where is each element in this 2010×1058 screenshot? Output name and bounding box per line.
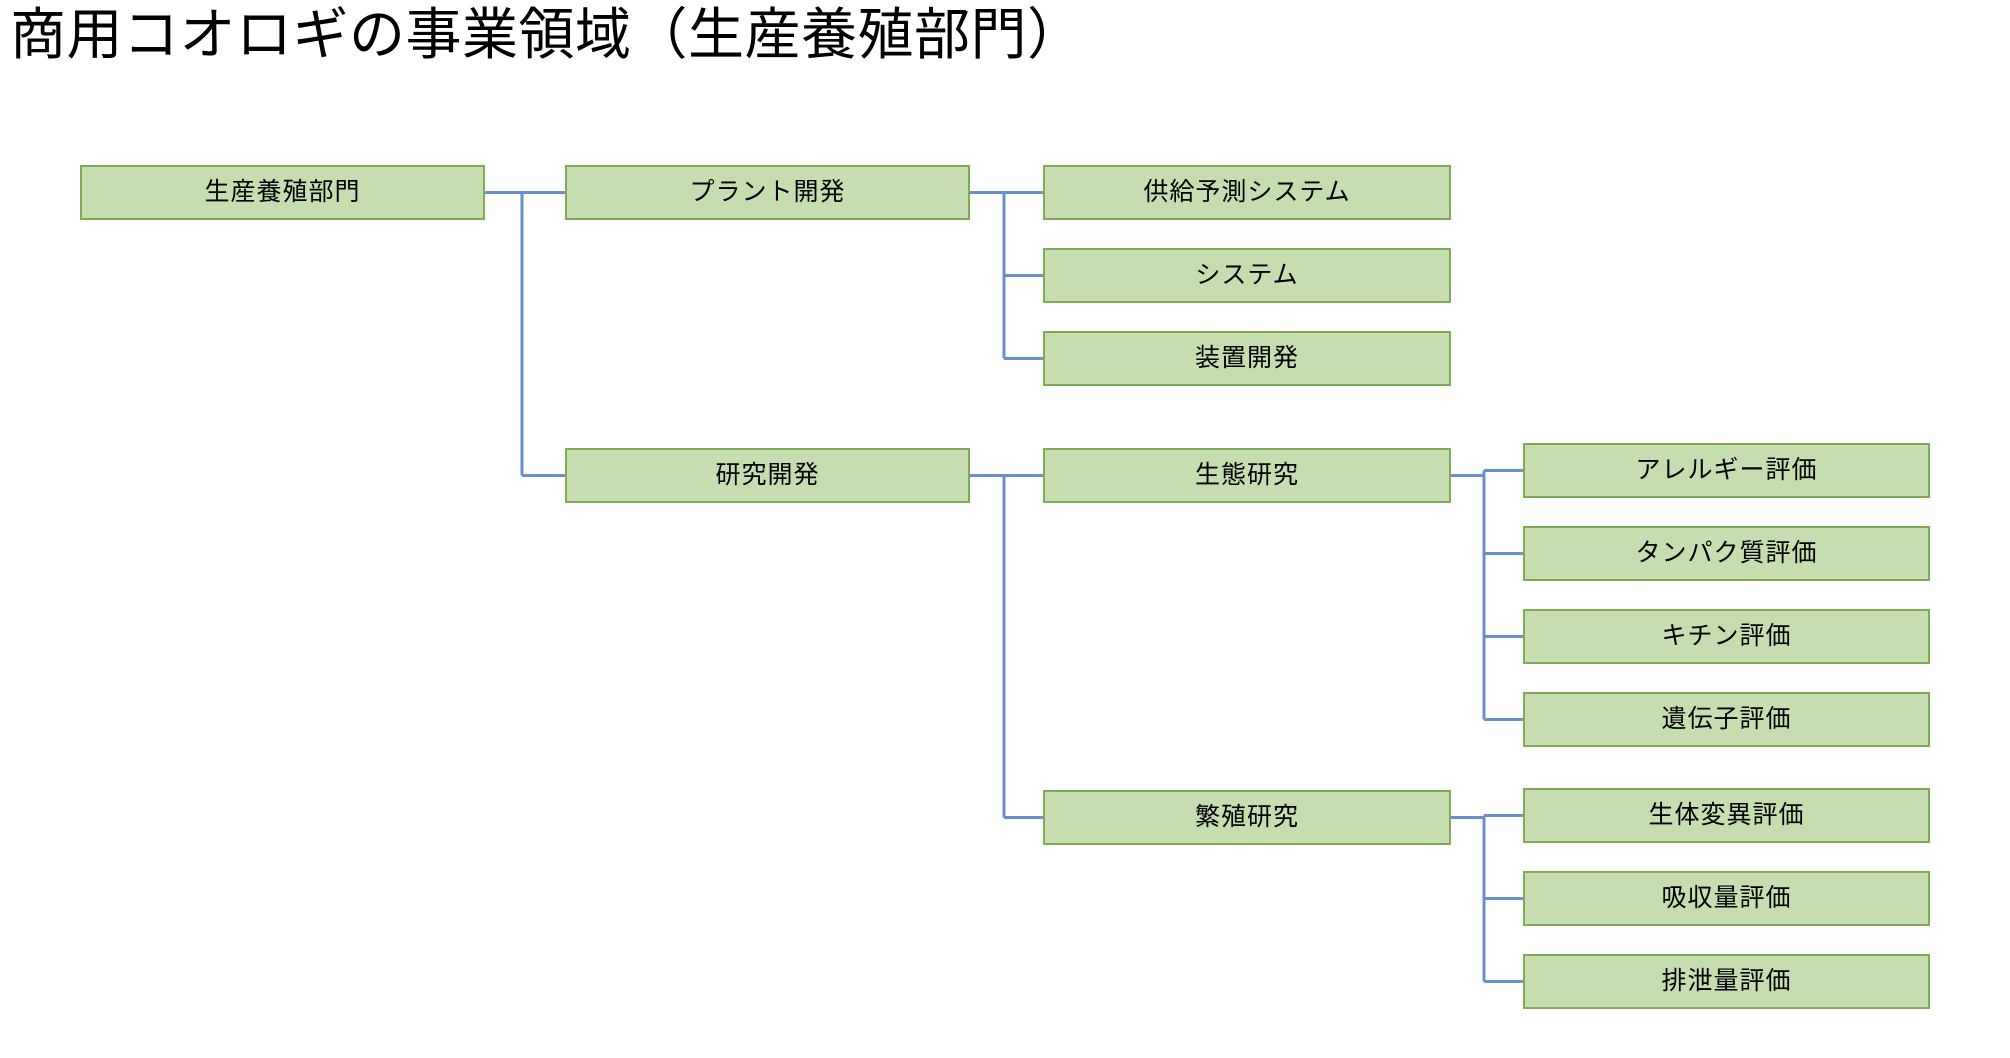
node-box-n1[interactable]: プラント開発 [565, 165, 970, 220]
node-box-n7[interactable]: アレルギー評価 [1523, 443, 1930, 498]
node-label: 生態研究 [1194, 460, 1299, 489]
node-label: 供給予測システム [1143, 177, 1351, 206]
page-title: 商用コオロギの事業領域（生産養殖部門） [10, 3, 1084, 66]
node-box-n2[interactable]: 供給予測システム [1043, 165, 1451, 220]
node-box-n11[interactable]: 繁殖研究 [1043, 790, 1451, 845]
node-box-n5[interactable]: 研究開発 [565, 448, 970, 503]
node-box-n0[interactable]: 生産養殖部門 [80, 165, 485, 220]
node-label: キチン評価 [1661, 621, 1792, 650]
node-label: タンパク質評価 [1635, 538, 1818, 567]
node-label: システム [1195, 260, 1299, 289]
node-box-n6[interactable]: 生態研究 [1043, 448, 1451, 503]
node-label: 生産養殖部門 [204, 177, 361, 206]
node-label: アレルギー評価 [1635, 455, 1818, 484]
node-label: 研究開発 [715, 460, 820, 489]
node-label: 生体変異評価 [1648, 800, 1805, 829]
node-box-n8[interactable]: タンパク質評価 [1523, 526, 1930, 581]
node-label: 装置開発 [1194, 343, 1299, 372]
node-box-n13[interactable]: 吸収量評価 [1523, 871, 1930, 926]
node-box-n12[interactable]: 生体変異評価 [1523, 788, 1930, 843]
node-box-n14[interactable]: 排泄量評価 [1523, 954, 1930, 1009]
node-label: 吸収量評価 [1661, 883, 1792, 912]
node-label: 排泄量評価 [1661, 966, 1792, 995]
node-label: 繁殖研究 [1194, 802, 1299, 831]
node-box-n3[interactable]: システム [1043, 248, 1451, 303]
node-box-n9[interactable]: キチン評価 [1523, 609, 1930, 664]
node-label: プラント開発 [689, 177, 846, 206]
node-label: 遺伝子評価 [1661, 704, 1792, 733]
node-box-n4[interactable]: 装置開発 [1043, 331, 1451, 386]
node-box-n10[interactable]: 遺伝子評価 [1523, 692, 1930, 747]
